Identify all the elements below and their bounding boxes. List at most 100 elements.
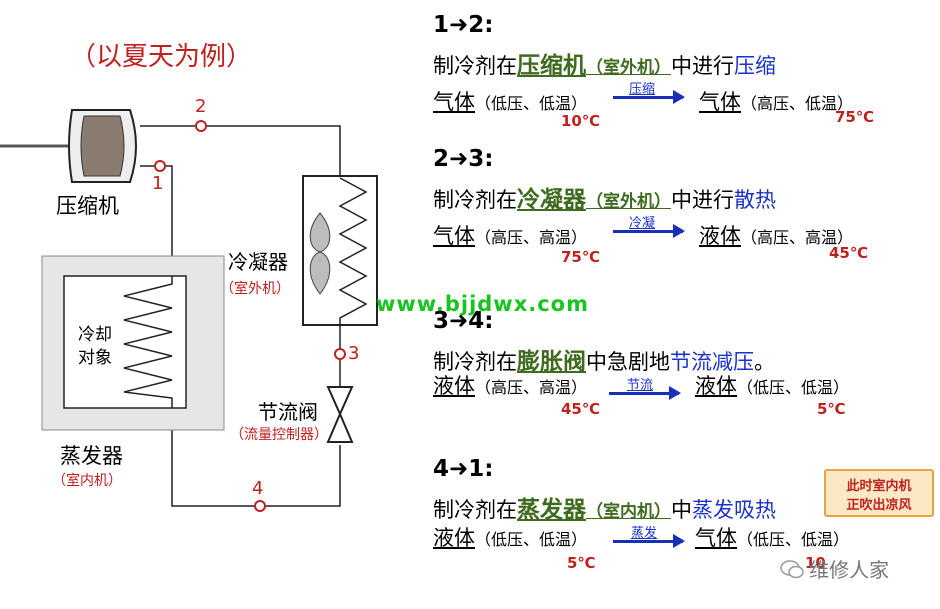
arrow-label: 压缩 <box>629 82 656 97</box>
arrow-label: 蒸发 <box>631 526 658 541</box>
piping-svg <box>0 109 378 507</box>
desc-prefix: 制冷剂在 <box>433 54 517 78</box>
from-condition: （高压、高温） <box>475 378 588 397</box>
watermark-url: www.bjjdwx.com <box>376 292 589 316</box>
from-temp: 75℃ <box>561 248 601 266</box>
desc-prefix: 制冷剂在 <box>433 188 517 212</box>
from-state-name: 气体 <box>433 90 475 114</box>
step-title: 4➜1: <box>433 456 494 482</box>
action: 压缩 <box>734 54 776 78</box>
component-name: 蒸发器 <box>517 497 586 523</box>
component-name: 冷凝器 <box>517 187 586 213</box>
desc-mid: 中进行 <box>671 188 734 212</box>
component-sub: （室外机） <box>586 58 671 78</box>
from-state-name: 液体 <box>433 526 475 550</box>
valve-bottom <box>326 411 354 443</box>
to-temp: 75℃ <box>835 108 875 126</box>
to-state-name: 液体 <box>695 374 737 398</box>
from-temp: 10℃ <box>561 112 601 130</box>
process-arrow <box>609 386 681 400</box>
component-name: 膨胀阀 <box>517 349 586 375</box>
logo-text: 维修人家 <box>809 558 890 582</box>
cooled-object-label-2: 对象 <box>78 348 112 368</box>
to-state-name: 气体 <box>699 90 741 114</box>
evaporator-label: 蒸发器 <box>60 444 123 468</box>
from-condition: （低压、低温） <box>475 94 588 113</box>
point-2-dot <box>195 120 207 132</box>
step-title: 1➜2: <box>433 12 494 38</box>
to-state-name: 液体 <box>699 224 741 248</box>
point-4-dot <box>254 500 266 512</box>
from-temp: 45℃ <box>561 400 601 418</box>
from-condition: （低压、低温） <box>475 530 588 549</box>
valve-sub-label: （流量控制器） <box>230 427 328 443</box>
valve-label: 节流阀 <box>258 400 318 424</box>
fan-blade-bottom <box>309 251 331 295</box>
desc-mid: 中 <box>671 498 692 522</box>
compressor-label: 压缩机 <box>56 194 119 218</box>
point-2-label: 2 <box>195 96 207 117</box>
from-temp: 5℃ <box>567 554 596 572</box>
cooled-object-label-1: 冷却 <box>78 325 112 345</box>
step-title: 3➜4: <box>433 308 494 334</box>
process-arrow <box>613 534 685 548</box>
to-temp: 45℃ <box>829 244 869 262</box>
step-1-2: 1➜2: 制冷剂在压缩机（室外机）中进行压缩 气体（低压、低温） 压缩 气体（高… <box>433 12 933 137</box>
from-state: 气体（低压、低温） <box>433 86 587 116</box>
to-condition: （高压、高温） <box>741 228 854 247</box>
to-state: 气体（高压、低温） <box>699 86 853 116</box>
action: 蒸发吸热 <box>692 498 776 522</box>
step-4-1: 4➜1: 制冷剂在蒸发器（室内机）中蒸发吸热 液体（低压、低温） 蒸发 气体（低… <box>433 456 933 581</box>
action: 散热 <box>734 188 776 212</box>
step-description: 制冷剂在膨胀阀中急剧地节流减压。 <box>433 342 775 376</box>
example-note: （以夏天为例） <box>70 42 253 72</box>
to-state-name: 气体 <box>695 526 737 550</box>
from-condition: （高压、高温） <box>475 228 588 247</box>
wechat-icon <box>780 559 804 579</box>
cycle-diagram: 2 1 3 4 （以夏天为例） 压缩机 冷凝器 （室外机） 节流阀 （流量控制器… <box>0 0 400 609</box>
point-1-label: 1 <box>152 173 164 194</box>
step-description: 制冷剂在蒸发器（室内机）中蒸发吸热 <box>433 490 776 524</box>
to-condition: （低压、低温） <box>737 530 850 549</box>
valve-top <box>326 386 354 417</box>
step-description: 制冷剂在冷凝器（室外机）中进行散热 <box>433 180 776 214</box>
condenser-sub-label: （室外机） <box>220 281 290 297</box>
action: 节流减压 <box>670 350 754 374</box>
notice-box: 此时室内机 正吹出凉风 <box>824 469 934 517</box>
to-temp: 5℃ <box>817 400 846 418</box>
condenser-label: 冷凝器 <box>228 250 288 274</box>
step-title: 2➜3: <box>433 146 494 172</box>
pipe-2-condenser <box>140 125 341 176</box>
point-3-label: 3 <box>348 343 360 364</box>
component-name: 压缩机 <box>517 53 586 79</box>
notice-line-2: 正吹出凉风 <box>846 498 912 513</box>
to-temp: 10 <box>805 554 826 572</box>
evaporator-inner <box>63 275 187 409</box>
logo: 维修人家 <box>780 554 889 583</box>
from-state-name: 液体 <box>433 374 475 398</box>
from-state: 液体（高压、高温） <box>433 370 587 400</box>
pipe-1-evaporator <box>140 165 173 276</box>
from-state: 液体（低压、低温） <box>433 522 587 552</box>
process-arrow <box>613 224 685 238</box>
to-condition: （高压、低温） <box>741 94 854 113</box>
condenser-coil <box>338 177 368 325</box>
evaporator-coil <box>123 276 173 408</box>
condenser-box <box>302 175 378 326</box>
desc-mid: 中进行 <box>671 54 734 78</box>
to-condition: （低压、低温） <box>737 378 850 397</box>
component-sub: （室外机） <box>586 192 671 212</box>
desc-prefix: 制冷剂在 <box>433 498 517 522</box>
point-1-dot <box>154 160 166 172</box>
to-state: 液体（高压、高温） <box>699 220 853 250</box>
from-state: 气体（高压、高温） <box>433 220 587 250</box>
notice-line-1: 此时室内机 <box>846 479 912 494</box>
arrow-label: 节流 <box>627 378 654 393</box>
point-4-label: 4 <box>252 478 264 499</box>
component-sub: （室内机） <box>586 502 671 522</box>
arrow-label: 冷凝 <box>629 216 656 231</box>
to-state: 液体（低压、低温） <box>695 370 849 400</box>
compressor-core <box>80 115 125 177</box>
step-3-4: 3➜4: 制冷剂在膨胀阀中急剧地节流减压。 液体（高压、高温） 节流 液体（低压… <box>433 308 933 433</box>
step-2-3: 2➜3: 制冷剂在冷凝器（室外机）中进行散热 气体（高压、高温） 冷凝 液体（高… <box>433 146 933 271</box>
